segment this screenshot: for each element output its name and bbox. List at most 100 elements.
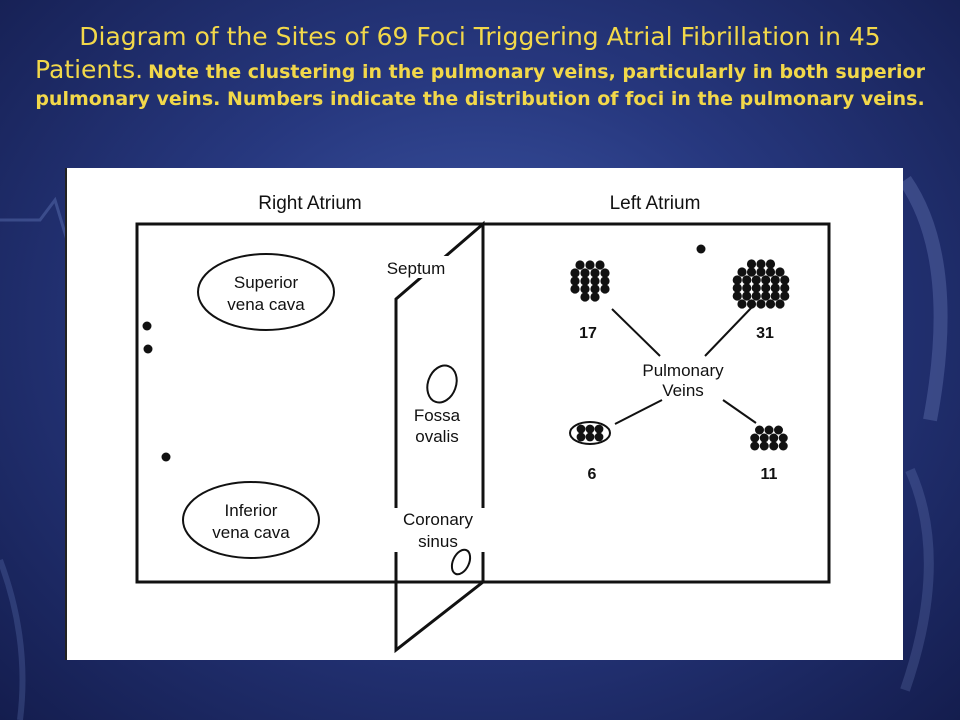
focus-dot	[770, 275, 780, 285]
left-inferior-pulmonary-vein-cluster	[576, 424, 604, 442]
focus-dot	[590, 284, 600, 294]
focus-dot	[594, 424, 604, 434]
atrial-diagram-figure: Right Atrium Left Atrium Septum Superior…	[65, 168, 903, 660]
focus-dot	[696, 244, 706, 254]
focus-dot	[732, 275, 742, 285]
focus-dot	[759, 441, 769, 451]
focus-dot	[594, 432, 604, 442]
focus-dot	[765, 259, 776, 269]
focus-dot	[775, 299, 785, 309]
focus-dot	[737, 299, 747, 309]
focus-dot	[769, 433, 779, 443]
leader-line	[611, 308, 661, 357]
focus-dot	[742, 283, 752, 293]
focus-dot	[769, 441, 779, 451]
focus-dot	[746, 259, 757, 269]
focus-dot	[595, 260, 605, 270]
focus-dot	[751, 275, 761, 285]
focus-dot	[142, 321, 152, 331]
focus-dot	[600, 268, 610, 278]
focus-dot	[780, 291, 790, 301]
focus-dot	[585, 432, 595, 442]
leader-line	[704, 305, 754, 357]
focus-dot	[759, 433, 769, 443]
focus-dot	[161, 452, 171, 462]
focus-dot	[756, 299, 766, 309]
focus-dot	[570, 284, 580, 294]
inferior-vena-cava-label-line2: vena cava	[212, 523, 290, 542]
septum-label: Septum	[387, 259, 446, 278]
focus-dot	[600, 284, 610, 294]
focus-dot	[770, 291, 780, 301]
focus-dot	[742, 275, 752, 285]
focus-dot	[580, 276, 590, 286]
left-inferior-count: 6	[588, 466, 597, 483]
pulmonary-veins-label-line2: Veins	[662, 381, 704, 400]
inferior-vena-cava-outline	[182, 481, 320, 559]
focus-dot	[576, 424, 586, 434]
focus-dot	[576, 432, 586, 442]
superior-vena-cava-label-line1: Superior	[234, 273, 299, 292]
left-atrium-label: Left Atrium	[610, 193, 701, 214]
focus-dot	[750, 433, 760, 443]
focus-dot	[761, 283, 771, 293]
focus-dot	[765, 267, 776, 277]
focus-dot	[780, 275, 790, 285]
focus-dot	[780, 283, 790, 293]
focus-dot	[761, 291, 771, 301]
focus-dot	[575, 260, 585, 270]
slide-note: Note the clustering in the pulmonary vei…	[35, 61, 925, 110]
focus-dot	[775, 267, 785, 277]
focus-dot	[143, 344, 153, 354]
focus-dot	[770, 283, 780, 293]
focus-dot	[742, 291, 752, 301]
focus-dot	[755, 425, 764, 435]
focus-dot	[600, 276, 610, 286]
focus-dot	[774, 425, 783, 435]
leader-line	[722, 399, 757, 424]
right-superior-pulmonary-vein-cluster	[732, 259, 790, 309]
focus-dot	[732, 291, 742, 301]
fossa-ovalis-label-line1: Fossa	[414, 406, 461, 425]
pulmonary-veins-label-line1: Pulmonary	[642, 361, 724, 380]
focus-dot	[746, 267, 757, 277]
focus-dot	[746, 299, 757, 309]
focus-dot	[580, 284, 590, 294]
focus-dot	[590, 268, 600, 278]
left-inferior-vein-outline	[569, 421, 611, 445]
left-superior-count: 17	[579, 325, 597, 342]
atrial-diagram: Right Atrium Left Atrium Septum Superior…	[65, 168, 831, 660]
focus-dot	[764, 425, 774, 435]
right-atrium-label: Right Atrium	[258, 193, 361, 214]
focus-dot	[778, 433, 788, 443]
right-inferior-count: 11	[761, 466, 778, 483]
coronary-sinus-label-bg	[387, 508, 489, 552]
focus-dot	[585, 260, 595, 270]
inferior-vena-cava-label-line1: Inferior	[225, 501, 278, 520]
slide-title-block: Diagram of the Sites of 69 Foci Triggeri…	[30, 20, 930, 112]
slide-title: Diagram of the Sites of 69 Foci Triggeri…	[35, 22, 881, 85]
focus-dot	[751, 283, 761, 293]
focus-dot	[570, 268, 580, 278]
fossa-ovalis-label-line2: ovalis	[415, 427, 458, 446]
focus-dot	[737, 267, 747, 277]
superior-vena-cava-outline	[197, 253, 335, 331]
focus-dot	[750, 441, 760, 451]
focus-dot	[751, 291, 761, 301]
septum-label-bg	[377, 256, 451, 278]
fossa-ovalis-outline	[426, 364, 458, 404]
focus-dot	[585, 424, 595, 434]
leader-line	[614, 399, 663, 425]
right-superior-count: 31	[756, 325, 774, 342]
right-inferior-pulmonary-vein-cluster	[750, 425, 788, 451]
focus-dot	[778, 441, 788, 451]
coronary-sinus-label-line2: sinus	[418, 532, 458, 551]
focus-dot	[756, 267, 766, 277]
focus-dot	[590, 276, 600, 286]
focus-dot	[756, 259, 766, 269]
focus-dot	[732, 283, 742, 293]
left-superior-pulmonary-vein-cluster	[570, 260, 610, 302]
focus-dot	[580, 268, 590, 278]
focus-dot	[580, 292, 590, 302]
coronary-sinus-label-line1: Coronary	[403, 510, 473, 529]
